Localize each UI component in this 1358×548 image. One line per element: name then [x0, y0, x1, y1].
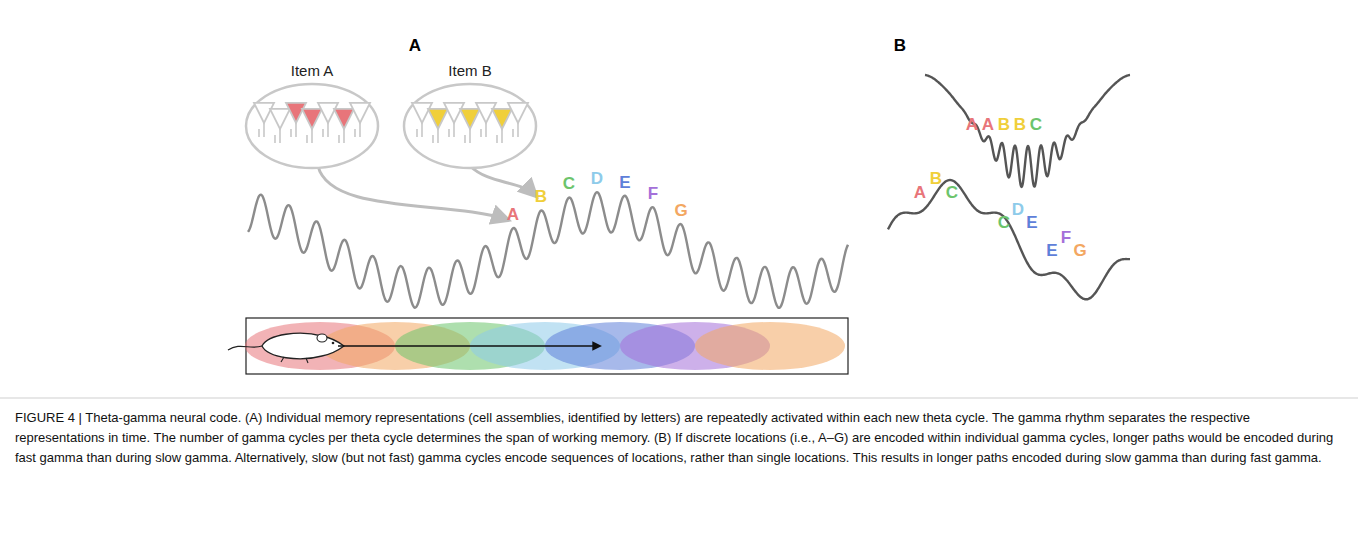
assembly-letter: D — [1012, 201, 1024, 218]
assembly-letter: G — [1073, 242, 1086, 259]
assembly-letter: C — [1030, 116, 1042, 133]
track-box — [246, 318, 848, 374]
motion-arrow — [338, 345, 600, 347]
caption-rule — [0, 398, 1358, 399]
panel-label: B — [894, 37, 906, 54]
assembly-letter: D — [591, 170, 603, 187]
item-heading: Item A — [244, 62, 380, 80]
assembly-letter: C — [563, 175, 575, 192]
assembly-letter: F — [1061, 229, 1071, 246]
theta-gamma-wave — [248, 192, 848, 308]
assembly-letter: A — [966, 116, 978, 133]
assembly-letter: A — [914, 184, 926, 201]
assembly-letter: C — [946, 184, 958, 201]
place-fields — [245, 322, 845, 370]
assembly-letter: A — [982, 116, 994, 133]
assembly-letter: E — [1026, 214, 1037, 231]
caption: FIGURE 4 | Theta-gamma neural code. (A) … — [15, 408, 1343, 468]
panel-label: A — [409, 37, 421, 54]
assembly-letter: F — [648, 185, 658, 202]
leader-arrow — [470, 166, 536, 196]
assembly-letter: E — [619, 173, 630, 190]
cell-assembly: Item A — [244, 62, 380, 170]
place-field — [695, 322, 845, 370]
assembly-letter: A — [507, 206, 519, 223]
assembly-letter: B — [998, 116, 1010, 133]
item-heading: Item B — [402, 62, 538, 80]
slow-gamma-wave — [888, 180, 1130, 299]
fast-gamma-wave — [925, 75, 1130, 187]
rat-icon — [228, 333, 344, 363]
assembly-letter: E — [1046, 242, 1057, 259]
assembly-letter: B — [930, 170, 942, 187]
assembly-letter: B — [1014, 116, 1026, 133]
assembly-letter: C — [998, 214, 1010, 231]
assembly-letter: B — [535, 188, 547, 205]
cell-assembly: Item B — [402, 62, 538, 170]
assembly-letter: G — [674, 202, 687, 219]
